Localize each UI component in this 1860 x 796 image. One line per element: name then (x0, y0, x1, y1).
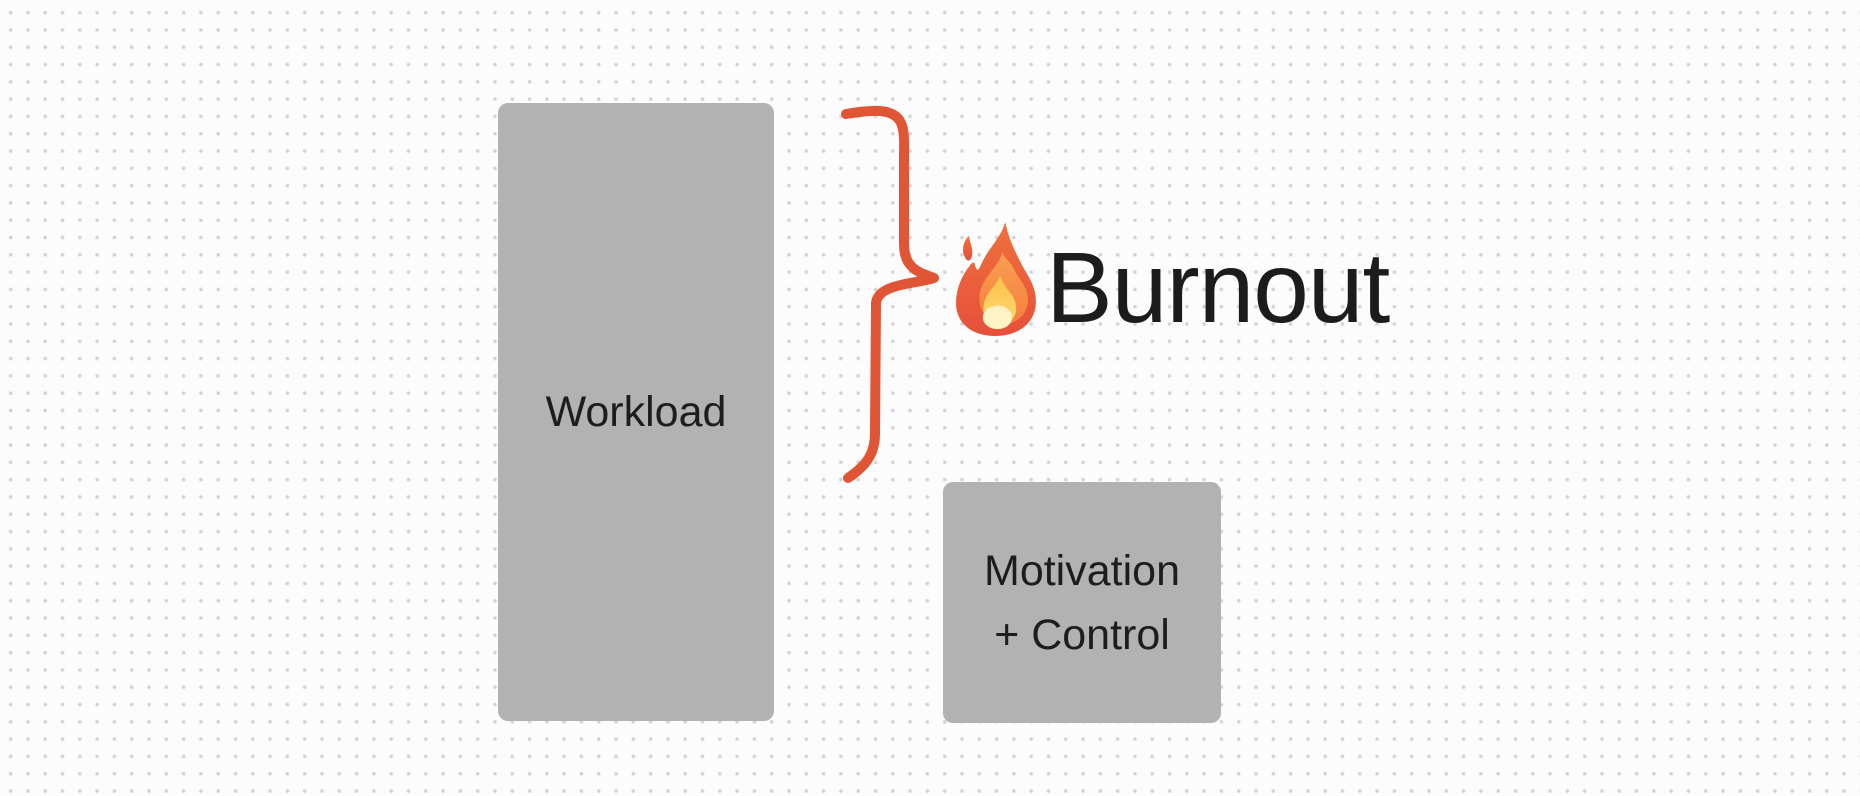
burnout-label[interactable]: Burnout (1046, 232, 1390, 344)
workload-box[interactable]: Workload (498, 103, 774, 721)
motivation-control-box[interactable]: Motivation + Control (943, 482, 1221, 723)
fire-icon[interactable] (952, 220, 1039, 338)
workload-box-label: Workload (545, 388, 727, 436)
curly-brace[interactable] (838, 95, 948, 490)
motivation-box-label-line2: + Control (994, 610, 1170, 659)
motivation-box-label-line1: Motivation (984, 546, 1180, 595)
